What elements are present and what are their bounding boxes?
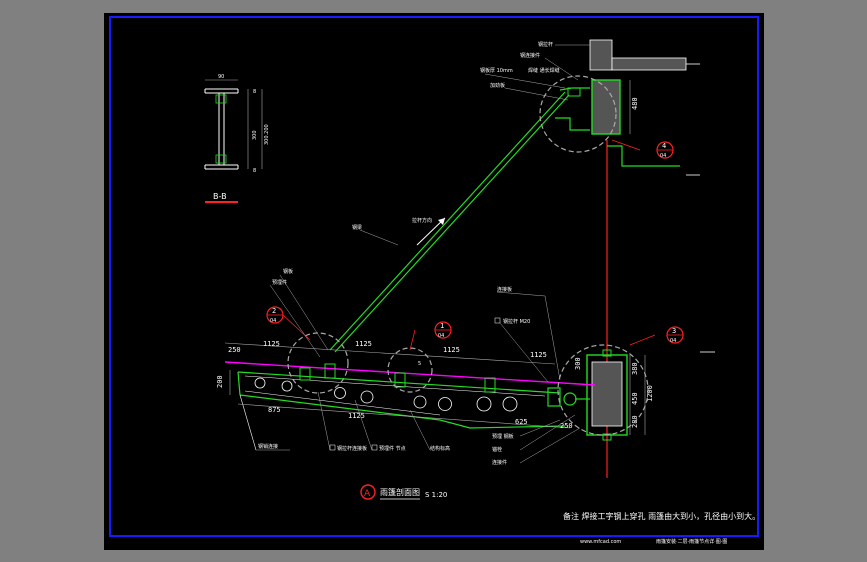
anno-a10: 连接板 [497,286,512,293]
dim-bottom-2: 1125 [348,412,365,420]
bb-dim-right-2: 300 [252,130,258,140]
dim-right-group-2: 450 [631,392,639,405]
dim-right-small-2: 300 [574,357,582,370]
detail-circles [287,75,649,436]
anno-a11: 钢拉杆 M20 [503,318,530,325]
callout-4-ref: 04 [660,153,666,159]
callout-2-ref: 04 [270,318,276,324]
dimensions: 250 1125 1125 1125 1125 5 875 1125 625 2… [216,340,573,430]
bb-dim-right-1: 8 [253,89,256,95]
anno-a14: 预埋件 节点 [379,445,406,452]
anno-a7: 钢梁 [352,224,362,231]
dim-beam-count: 5 [418,361,421,367]
drawing-scale: S 1:20 [425,491,447,499]
footer-file: 雨篷安装·二层·雨篷节点详·图·图 [656,538,727,545]
detail-callout-3: 3 04 [629,326,684,346]
bb-dim-right-3: 8 [253,168,256,174]
dim-top-4: 1125 [443,346,460,354]
dim-top-2: 1125 [263,340,280,348]
dim-top-1: 250 [228,346,241,354]
dim-top-5: 1125 [530,351,547,359]
callout-3-ref: 04 [670,338,676,344]
dim-right-small-1: 480 [631,97,639,110]
drawing-area [104,13,764,550]
bb-dim-top: 90 [218,74,224,80]
dim-left: 200 [216,375,224,388]
detail-callout-1: 1 04 [409,321,452,351]
anno-a17: 锚栓 [492,446,502,453]
anno-a5: 加劲板 [490,82,505,89]
drawing-title-text: 雨篷剖面图 [380,487,420,497]
drawing-frame [109,16,759,537]
bb-dim-side: 300.200 [264,124,270,145]
dim-bottom-4: 250 [560,422,573,430]
callout-1-num: 1 [440,322,444,330]
anno-a18: 连接件 [492,459,507,466]
anno-a13: 钢拉杆连接板 [337,445,367,452]
anno-a8: 钢板 [283,268,293,275]
bb-title: B-B [213,192,227,201]
callout-1-ref: 04 [438,333,444,339]
callout-2-num: 2 [272,307,276,315]
tie-rod [329,87,590,353]
drawing-title: A 雨篷剖面图 S 1:20 [360,484,447,500]
anno-a9: 预埋件 [272,279,287,286]
annotations: 钢拉杆 钢连接件 钢板厚 10mm 焊缝 通长焊缝 加劲板 拉杆方向 钢梁 钢板… [256,41,590,466]
footer-url: www.mfcad.com [580,539,621,545]
dim-bottom-3: 625 [515,418,528,426]
anno-a12: 钢销连接 [258,443,278,450]
dim-top-3: 1125 [355,340,372,348]
anno-a6: 拉杆方向 [412,217,432,224]
title-circle-label: A [364,489,371,499]
anno-a4: 焊缝 通长焊缝 [528,67,560,74]
section-bb: 90 8 300 8 300.200 B-B [204,74,270,203]
drawing-note: 备注 焊接工字钢上穿孔 雨篷由大到小，孔径由小到大。 [563,511,760,521]
anno-a15: 结构标高 [430,445,450,452]
callout-3-num: 3 [672,327,676,335]
footer: www.mfcad.com 雨篷安装·二层·雨篷节点详·图·图 [580,538,727,545]
canopy-beam [224,361,596,451]
callout-4-num: 4 [662,142,666,150]
anno-a3: 钢板厚 10mm [480,67,513,74]
detail-callout-4: 4 04 [611,139,674,159]
dim-bottom-1: 875 [268,406,281,414]
dim-right-group-1: 380 [631,362,639,375]
anno-a1: 钢拉杆 [538,41,553,48]
anno-a16: 预埋 钢板 [492,433,514,440]
anno-a2: 钢连接件 [520,52,540,59]
dim-right-group-4: 1200 [646,385,654,402]
